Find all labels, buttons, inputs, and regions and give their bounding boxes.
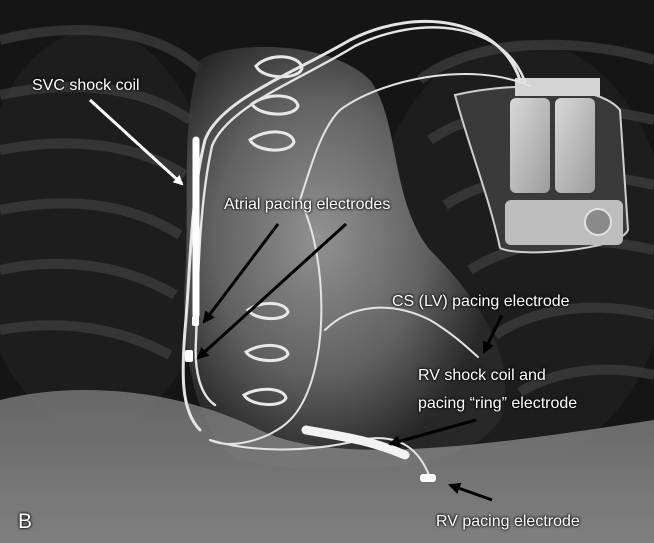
label-cs-lv-pacing-electrode: CS (LV) pacing electrode	[392, 293, 570, 310]
atrial-ring-shape	[192, 316, 199, 326]
leads	[181, 19, 531, 482]
label-atrial-pacing-electrodes: Atrial pacing electrodes	[224, 196, 391, 213]
rv-tip-shape	[420, 474, 436, 482]
header-block	[515, 78, 600, 96]
battery-right	[555, 98, 595, 193]
rv-coil-shape	[301, 425, 410, 460]
coil-component	[584, 208, 612, 236]
label-rv-shock-coil-line1: RV shock coil and	[418, 367, 546, 384]
panel-letter: B	[18, 510, 33, 533]
battery-left	[510, 98, 550, 193]
label-svc-shock-coil: SVC shock coil	[32, 77, 140, 94]
icd-generator	[453, 78, 630, 254]
label-rv-pacing-electrode: RV pacing electrode	[436, 513, 580, 530]
atrial-tip-shape	[185, 350, 193, 362]
label-rv-shock-coil-line2: pacing “ring” electrode	[418, 395, 578, 412]
diaphragm	[0, 390, 654, 543]
